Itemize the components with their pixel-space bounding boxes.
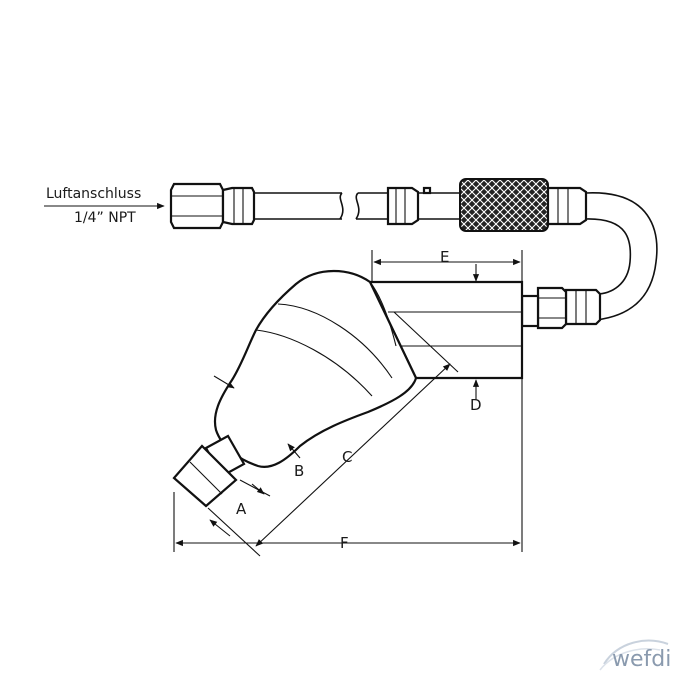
dim-b-arrow-top — [213, 375, 235, 389]
dim-a-arrow-bottom — [209, 519, 231, 537]
air-connection-callout: Luftanschluss 1/4” NPT — [44, 186, 165, 226]
watermark-text: wefdi — [612, 647, 671, 672]
dim-e-label: E — [440, 248, 449, 266]
watermark-swoosh-icon — [603, 639, 669, 665]
dim-a-arrow-top — [251, 483, 265, 495]
tool-body — [172, 269, 524, 508]
dim-d-label: D — [470, 396, 482, 414]
inlet-hex-nut — [536, 286, 568, 330]
inlet-adapter — [520, 294, 540, 328]
break-line-right — [355, 192, 360, 220]
hose-ferrule-lower — [564, 288, 602, 326]
dim-f-label: F — [340, 534, 349, 552]
hose-left-section — [169, 182, 344, 230]
dim-c-label: C — [342, 448, 352, 466]
hose-ferrule-mid — [386, 186, 420, 226]
dim-c-line — [255, 363, 451, 547]
dim-a-label: A — [236, 500, 247, 518]
hex-fitting — [169, 182, 225, 230]
hose-right-section — [355, 178, 658, 330]
watermark: wefdi — [599, 639, 671, 672]
hose-loop-outer — [585, 192, 658, 321]
break-line-left — [339, 192, 344, 220]
hose-clip — [422, 186, 432, 195]
air-connection-label: Luftanschluss — [46, 186, 141, 202]
hose-ferrule-right — [546, 186, 588, 226]
hose-ferrule-left — [221, 186, 256, 226]
thread-size-label: 1/4” NPT — [74, 210, 136, 226]
dim-b-label: B — [294, 462, 304, 480]
knurled-coupler — [459, 178, 549, 232]
dim-b-arrow-bottom — [287, 443, 301, 459]
dimension-lines: E D C B A F — [173, 248, 523, 557]
collet-nut — [172, 444, 238, 508]
hose-loop-inner — [585, 218, 632, 295]
